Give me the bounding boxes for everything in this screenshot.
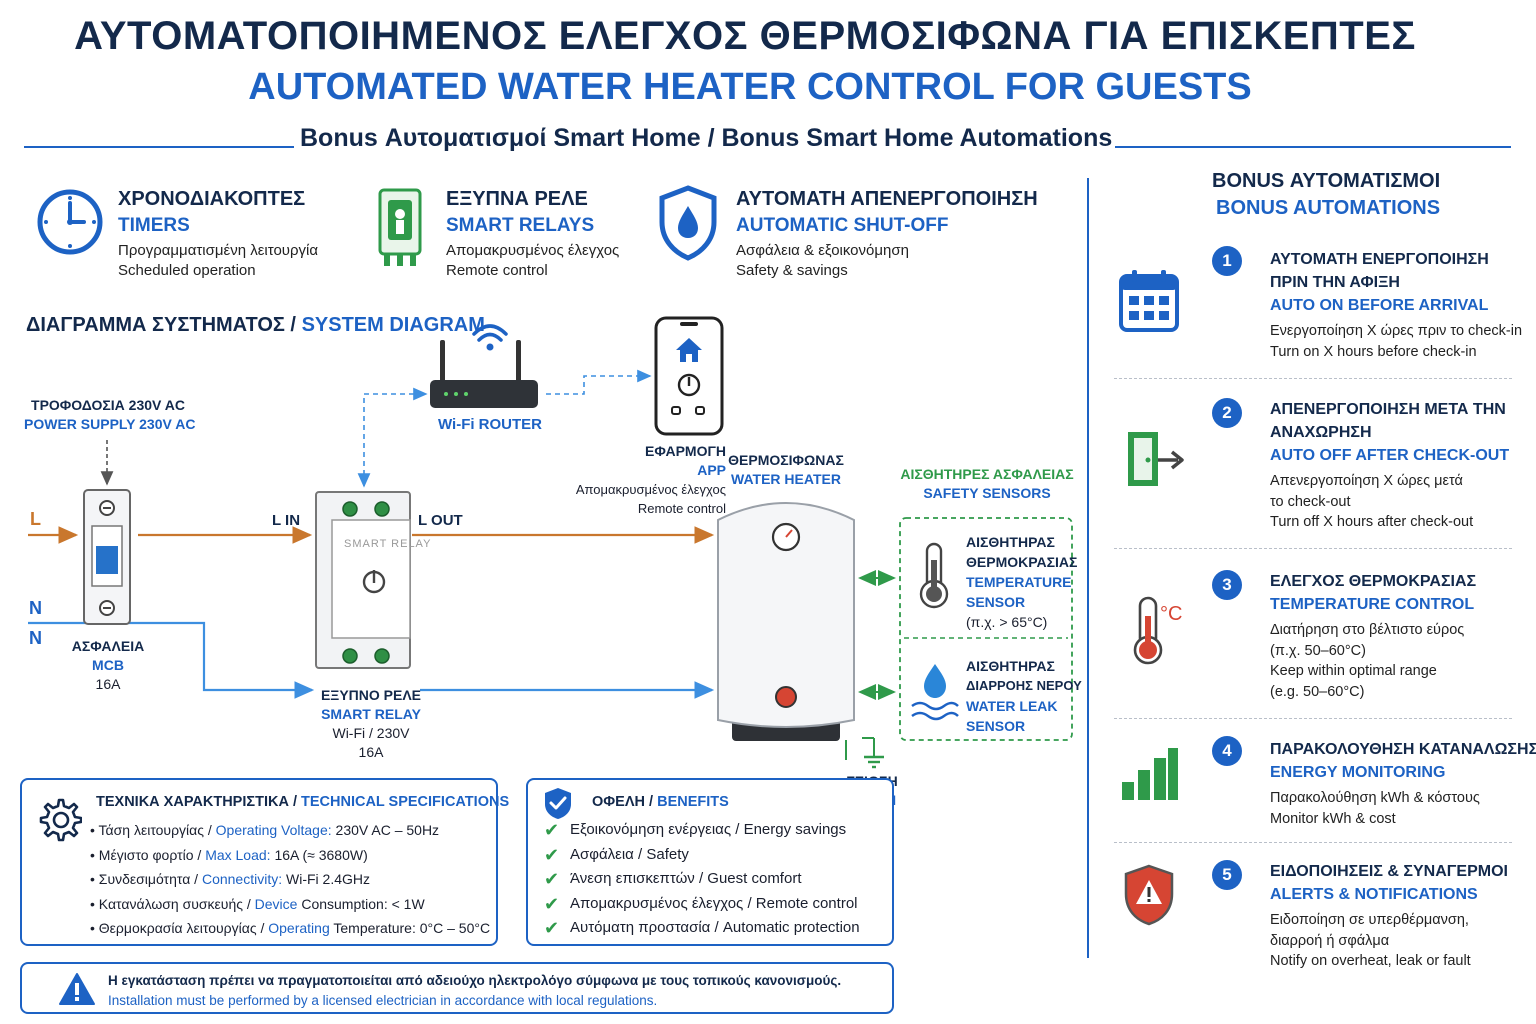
thermometer-icon: °C [1133,596,1182,665]
l-in-label: L IN [272,512,301,529]
installation-warning: Η εγκατάσταση πρέπει να πραγματοποιείται… [20,962,894,1014]
feature-relays-title-en: SMART RELAYS [446,215,595,236]
shield-water-icon [659,185,717,261]
relay-face-label: SMART RELAY [344,538,432,550]
wifi-link-router-app [546,369,652,395]
neutral-label-1: N [29,598,42,618]
benefit-item: ✔Απομακρυσμένος έλεγχος / Remote control [544,892,860,917]
smart-relay-device [315,491,411,669]
wifi-link-relay-router [363,387,428,484]
live-label: L [30,509,41,529]
sidebar-item-auto-on: 1 ΑΥΤΟΜΑΤΗ ΕΝΕΡΓΟΠΟΙΗΣΗ ΠΡΙΝ ΤΗΝ ΑΦΙΞΗ A… [1212,246,1532,366]
safety-sensors-box [899,517,1073,741]
checkmark-icon: ✔ [544,918,560,939]
spec-row: • Τάση λειτουργίας / Operating Voltage: … [90,822,440,838]
checkmark-icon: ✔ [544,820,560,840]
feature-timers [36,186,104,261]
temperature-sensor-label: ΑΙΣΘΗΤΗΡΑΣ ΘΕΡΜΟΚΡΑΣΙΑΣ TEMPERATURE SENS… [966,534,1078,630]
sidebar-title: BONUS ΑΥΤΟΜΑΤΙΣΜΟΙ BONUS AUTOMATIONS [1212,170,1441,219]
feature-shutoff-title-gr: ΑΥΤΟΜΑΤΗ ΑΠΕΝΕΡΓΟΠΟΙΗΣΗ [736,188,1038,210]
benefit-item: ✔Άνεση επισκεπτών / Guest comfort [544,867,860,892]
power-supply-label: ΤΡΟΦΟΔΟΣΙΑ 230V AC POWER SUPPLY 230V AC [24,397,196,432]
alert-shield-icon [1124,864,1174,926]
checkmark-icon: ✔ [544,893,560,914]
warning-triangle-icon [59,973,95,1005]
bar-chart-icon [1122,748,1178,800]
feature-timers-desc-en: Scheduled operation [118,262,256,279]
phone-app-device [654,316,724,436]
exit-door-icon [1128,432,1184,486]
benefits-title: ΟΦΕΛΗ / BENEFITS [592,794,729,810]
spec-row: • Συνδεσιμότητα / Connectivity: Wi-Fi 2.… [90,871,370,887]
earth-ground-symbol [845,737,884,769]
neutral-wire-relay [200,621,315,699]
feature-shutoff-title-en: AUTOMATIC SHUT-OFF [736,215,949,236]
feature-relays [376,186,424,273]
app-label: ΕΦΑΡΜΟΓΗ APP Απομακρυσμένος έλεγχος Remo… [575,443,726,516]
divider-left [24,146,294,148]
specs-list: • Τάση λειτουργίας / Operating Voltage: … [90,818,490,941]
smart-relay-label: ΕΞΥΠΝΟ ΡΕΛΕ SMART RELAY Wi-Fi / 230V 16A [320,687,422,760]
neutral-label-2: N [29,628,42,648]
spec-row: • Μέγιστο φορτίο / Max Load: 16A (≈ 3680… [90,846,368,863]
benefit-item: ✔Ασφάλεια / Safety [544,843,860,868]
feature-shutoff-desc-en: Safety & savings [736,262,848,279]
sidebar-item-auto-off: 2 ΑΠΕΝΕΡΓΟΠΟΙΗΣΗ ΜΕΤΑ ΤΗΝ ΑΝΑΧΩΡΗΣΗ AUTO… [1212,398,1532,538]
sidebar-item-alerts: 5 ΕΙΔΟΠΟΙΗΣΕΙΣ & ΣΥΝΑΓΕΡΜΟΙ ALERTS & NOT… [1212,860,1532,980]
benefit-item: ✔Αυτόματη προστασία / Automatic protecti… [544,916,860,941]
system-diagram [28,316,1073,769]
feature-relays-title-gr: ΕΞΥΠΝΑ ΡΕΛΕ [446,188,588,210]
l-out-label: L OUT [418,512,463,529]
warning-text-en: Installation must be performed by a lice… [108,993,658,1008]
sidebar-divider [1087,178,1089,958]
thermometer-icon [919,542,949,609]
specs-title: ΤΕΧΝΙΚΑ ΧΑΡΑΚΤΗΡΙΣΤΙΚΑ / TECHNICAL SPECI… [96,794,510,810]
benefit-item: ✔Εξοικονόμηση ενέργειας / Energy savings [544,818,860,843]
checkmark-icon: ✔ [544,844,560,865]
mcb-label: ΑΣΦΑΛΕΙΑ MCB 16A [71,638,145,692]
clock-icon [37,189,103,255]
safety-sensors-label: ΑΙΣΘΗΤΗΡΕΣ ΑΣΦΑΛΕΙΑΣ SAFETY SENSORS [900,466,1074,501]
gear-icon [39,798,82,842]
warning-text-gr: Η εγκατάσταση πρέπει να πραγματοποιείται… [108,973,842,988]
relay-icon [378,188,422,266]
water-leak-sensor-label: ΑΙΣΘΗΤΗΡΑΣ ΔΙΑΡΡΟΗΣ ΝΕΡΟΥ WATER LEAK SEN… [966,658,1082,734]
benefits-list: ✔Εξοικονόμηση ενέργειας / Energy savings… [544,818,860,941]
spec-row: • Θερμοκρασία λειτουργίας / Operating Te… [90,920,491,936]
feature-relays-desc-en: Remote control [446,262,548,279]
svg-text:°C: °C [1160,603,1182,625]
feature-timers-title-gr: ΧΡΟΝΟΔΙΑΚΟΠΤΕΣ [118,188,306,210]
sidebar-item-temperature-control: 3 ΕΛΕΓΧΟΣ ΘΕΡΜΟΚΡΑΣΙΑΣ TEMPERATURE CONTR… [1212,570,1532,710]
water-heater-label: ΘΕΡΜΟΣΙΦΩΝΑΣ WATER HEATER [728,452,844,487]
spec-row: • Κατανάλωση συσκευής / Device Consumpti… [90,895,425,912]
divider-right [1115,146,1511,148]
water-heater-device [717,502,855,741]
feature-timers-title-en: TIMERS [118,215,190,236]
page-title-english: AUTOMATED WATER HEATER CONTROL FOR GUEST… [248,66,1252,108]
router-label: Wi-Fi ROUTER [438,416,543,433]
page-subtitle: Bonus Αυτοματισμοί Smart Home / Bonus Sm… [300,124,1113,152]
diagram-heading: ΔΙΑΓΡΑΜΜΑ ΣΥΣΤΗΜΑΤΟΣ / SYSTEM DIAGRAM [26,314,485,336]
wifi-router-device [430,324,538,408]
benefits-panel: ΟΦΕΛΗ / BENEFITS ✔Εξοικονόμηση ενέργειας… [526,778,894,946]
feature-timers-desc-gr: Προγραμματισμένη λειτουργία [118,242,319,259]
feature-shutoff [656,184,720,267]
technical-specifications-panel: ΤΕΧΝΙΚΑ ΧΑΡΑΚΤΗΡΙΣΤΙΚΑ / TECHNICAL SPECI… [20,778,509,946]
page-title-greek: ΑΥΤΟΜΑΤΟΠΟΙΗΜΕΝΟΣ ΕΛΕΓΧΟΣ ΘΕΡΜΟΣΙΦΩΝΑ ΓΙ… [74,14,1416,58]
feature-shutoff-desc-gr: Ασφάλεια & εξοικονόμηση [736,242,909,259]
checkmark-icon: ✔ [544,869,560,890]
shield-check-icon [545,788,571,819]
sidebar-item-energy-monitoring: 4 ΠΑΡΑΚΟΛΟΥΘΗΣΗ ΚΑΤΑΝΑΛΩΣΗΣ ENERGY MONIT… [1212,736,1536,836]
calendar-icon [1119,270,1179,332]
water-drop-icon [911,664,959,721]
mcb-breaker [83,489,131,625]
feature-relays-desc-gr: Απομακρυσμένος έλεγχος [446,242,620,259]
